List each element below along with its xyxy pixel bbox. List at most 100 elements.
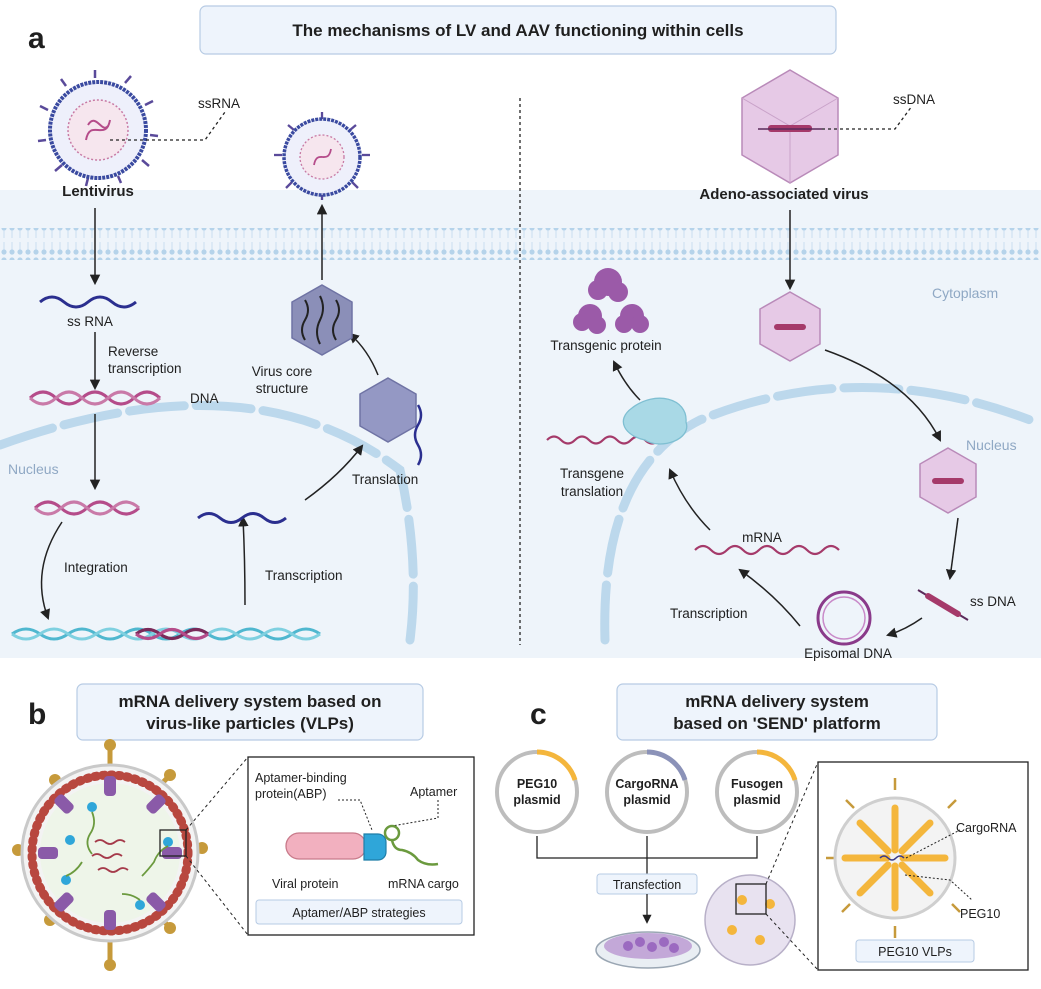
transfection-label: Transfection bbox=[613, 878, 681, 892]
aav-ssdna-label: ss DNA bbox=[970, 594, 1016, 609]
lv-transcription-arrow bbox=[238, 515, 249, 606]
panel-a-title-box bbox=[199, 5, 837, 55]
plasmid-cargorna: CargoRNA plasmid bbox=[605, 749, 689, 834]
aav-ss-dna bbox=[917, 589, 969, 621]
aav-transgene-translation-2: translation bbox=[561, 484, 623, 499]
lv-integration-label: Integration bbox=[64, 560, 128, 575]
lv-host-genome bbox=[11, 627, 321, 641]
peg10-label: PEG10 bbox=[960, 907, 1000, 921]
aav-protein-folding-arrow bbox=[612, 360, 641, 401]
culture-dish bbox=[595, 931, 701, 969]
aav-nuclear-capsid bbox=[919, 447, 977, 514]
aav-transgenic-protein-label: Transgenic protein bbox=[550, 338, 661, 353]
plasmid-peg10-line1: PEG10 bbox=[517, 777, 557, 791]
lv-virus-core bbox=[291, 284, 353, 356]
lv-mrna-strand bbox=[197, 512, 287, 524]
lv-rt-label-1: Reverse bbox=[108, 344, 158, 359]
lv-translated-rna bbox=[413, 404, 423, 466]
viral-protein-shape bbox=[285, 832, 367, 860]
lv-genome-label: ssRNA bbox=[198, 96, 240, 111]
aav-transgene-translation-1: Transgene bbox=[560, 466, 624, 481]
strategy-label: Aptamer/ABP strategies bbox=[292, 906, 425, 920]
aav-circularization-arrow bbox=[885, 617, 923, 638]
panel-c-letter: c bbox=[530, 698, 547, 731]
vlp-zoom-box bbox=[159, 829, 187, 857]
plasmid-cargorna-line1: CargoRNA bbox=[615, 777, 678, 791]
aav-cytoplasm-label: Cytoplasm bbox=[932, 285, 998, 301]
aav-transcription-label: Transcription bbox=[670, 606, 748, 621]
lv-integration-arrow bbox=[40, 521, 63, 620]
plasmid-peg10-line2: plasmid bbox=[513, 793, 560, 807]
aav-uncoating-arrow bbox=[945, 517, 959, 581]
mrna-cargo-label: mRNA cargo bbox=[388, 877, 459, 891]
panel-c-title-box bbox=[616, 683, 938, 741]
cell-zoom-line-top bbox=[765, 761, 819, 885]
lv-transcription-label: Transcription bbox=[265, 568, 343, 583]
aav-translation-arrow bbox=[668, 468, 711, 531]
panel-a-title: The mechanisms of LV and AAV functioning… bbox=[292, 21, 743, 40]
lv-dna-helix bbox=[28, 390, 162, 406]
vlp-box bbox=[855, 939, 975, 963]
plasmid-cargorna-line2: plasmid bbox=[623, 793, 670, 807]
viral-protein-label: Viral protein bbox=[272, 877, 339, 891]
panel-b-title-box bbox=[76, 683, 424, 741]
panel-b-title-2: virus-like particles (VLPs) bbox=[146, 714, 354, 733]
lv-genome-leader bbox=[110, 111, 226, 141]
lv-translation-label: Translation bbox=[352, 472, 418, 487]
lv-nuclear-dna-helix bbox=[33, 500, 141, 516]
lv-core-label-1: Virus core bbox=[252, 364, 313, 379]
lentivirus-virion bbox=[37, 70, 159, 187]
plasmid-fusogen: Fusogen plasmid bbox=[715, 749, 799, 834]
panel-c-title-1: mRNA delivery system bbox=[685, 692, 869, 711]
panel-c: c mRNA delivery system based on 'SEND' p… bbox=[495, 683, 1029, 971]
aptamer-leader bbox=[391, 800, 439, 827]
aav-genome-label: ssDNA bbox=[893, 92, 935, 107]
aav-nuclear-envelope bbox=[600, 383, 1035, 645]
plasmid-fusogen-line2: plasmid bbox=[733, 793, 780, 807]
strategy-box bbox=[255, 899, 463, 925]
aav-mrna-strand bbox=[694, 544, 840, 556]
vlp-box-label: PEG10 VLPs bbox=[878, 945, 952, 959]
cell-zoom-line-bottom bbox=[765, 913, 819, 971]
panel-a-letter: a bbox=[28, 22, 45, 55]
lv-core-label-2: structure bbox=[256, 381, 309, 396]
vlp-particle bbox=[12, 739, 208, 971]
aav-virus-name: Adeno-associated virus bbox=[699, 186, 868, 203]
lv-rt-label-2: transcription bbox=[108, 361, 182, 376]
cell-zoom-box bbox=[735, 883, 767, 915]
lv-assembly-arrow bbox=[348, 332, 379, 376]
panel-b-letter: b bbox=[28, 698, 46, 731]
aav-transcription-arrow bbox=[738, 568, 801, 627]
plasmid-fusogen-line1: Fusogen bbox=[731, 777, 783, 791]
lv-ssrna-label: ss RNA bbox=[67, 314, 113, 329]
lv-virus-name: Lentivirus bbox=[62, 183, 134, 200]
peg10-vlp bbox=[826, 778, 961, 938]
mrna-cargo-strand bbox=[390, 839, 439, 866]
peg10-leader bbox=[904, 874, 973, 901]
aav-episomal-dna bbox=[816, 590, 872, 646]
aav-transgenic-protein bbox=[573, 268, 649, 334]
abp-label-2: protein(ABP) bbox=[255, 787, 327, 801]
lv-translation-arrow bbox=[304, 444, 364, 501]
lv-capsid-assembly bbox=[359, 377, 417, 443]
lv-dna-label: DNA bbox=[190, 391, 219, 406]
aptamer-label: Aptamer bbox=[410, 785, 457, 799]
vlp-zoom-line-top bbox=[185, 756, 249, 831]
cargorna-label: CargoRNA bbox=[956, 821, 1017, 835]
panel-c-title-2: based on 'SEND' platform bbox=[673, 714, 880, 733]
aav-genome-leader bbox=[822, 105, 913, 130]
aav-nucleus-label: Nucleus bbox=[966, 437, 1017, 453]
panel-a: a The mechanisms of LV and AAV functioni… bbox=[0, 5, 1041, 661]
lv-ssrna-strand bbox=[39, 295, 137, 309]
aav-nuclear-entry-arrow bbox=[824, 349, 941, 442]
plasmid-peg10: PEG10 plasmid bbox=[495, 749, 579, 834]
aav-episomal-label: Episomal DNA bbox=[804, 646, 892, 661]
abp-leader bbox=[338, 799, 373, 831]
transfected-cell bbox=[704, 874, 796, 966]
aav-endosomal-capsid bbox=[759, 291, 821, 362]
panel-b-title-1: mRNA delivery system based on bbox=[119, 692, 382, 711]
abp-label-1: Aptamer-binding bbox=[255, 771, 347, 785]
panel-b: b mRNA delivery system based on virus-li… bbox=[12, 683, 475, 971]
aav-virion bbox=[741, 69, 839, 184]
